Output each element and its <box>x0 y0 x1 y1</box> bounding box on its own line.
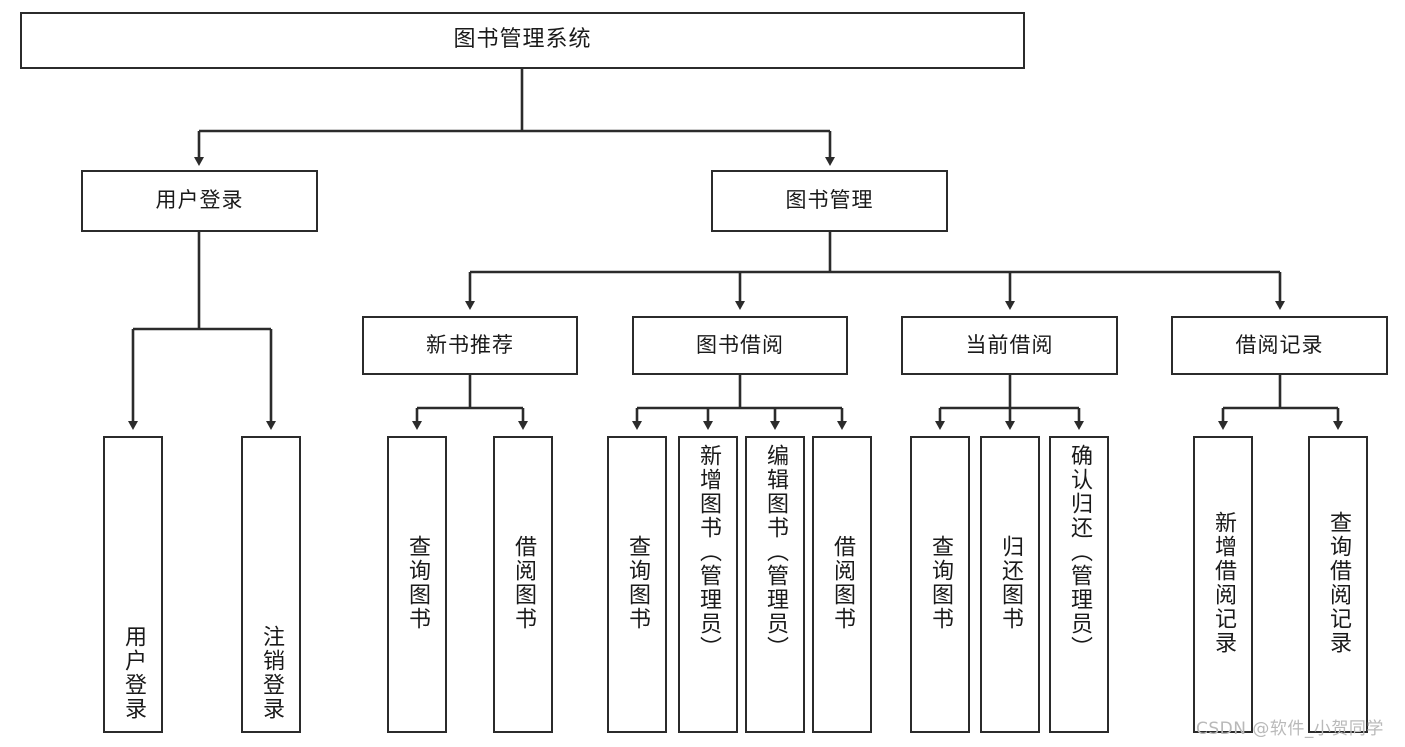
leaf-new-book-borrow[interactable]: 借阅图书 <box>493 436 553 733</box>
node-label: 用户登录 <box>120 625 146 721</box>
node-label: 借阅图书 <box>510 534 536 631</box>
leaf-current-borrow-query[interactable]: 查询图书 <box>910 436 970 733</box>
leaf-new-book-query[interactable]: 查询图书 <box>387 436 447 733</box>
node-label: 借阅图书 <box>829 534 855 631</box>
node-label: 图书管理 <box>785 188 874 213</box>
node-label: 图书借阅 <box>696 332 784 357</box>
node-label: 新增图书（管理员） <box>695 444 721 660</box>
node-book-management[interactable]: 图书管理 <box>711 170 948 232</box>
node-new-book-recommend[interactable]: 新书推荐 <box>362 316 578 375</box>
leaf-book-borrow-borrow[interactable]: 借阅图书 <box>812 436 872 733</box>
leaf-book-borrow-query[interactable]: 查询图书 <box>607 436 667 733</box>
leaf-user-login-login[interactable]: 用户登录 <box>103 436 163 733</box>
leaf-borrow-record-query[interactable]: 查询借阅记录 <box>1308 436 1368 733</box>
csdn-watermark: CSDN @软件_小贺同学 <box>1196 719 1384 739</box>
leaf-user-login-logout[interactable]: 注销登录 <box>241 436 301 733</box>
node-label: 查询图书 <box>404 534 430 631</box>
node-root-system[interactable]: 图书管理系统 <box>20 12 1025 69</box>
leaf-current-borrow-confirm-return[interactable]: 确认归还（管理员） <box>1049 436 1109 733</box>
node-label: 新增借阅记录 <box>1210 510 1236 655</box>
node-label: 用户登录 <box>155 188 244 213</box>
node-current-borrow[interactable]: 当前借阅 <box>901 316 1118 375</box>
node-borrow-records[interactable]: 借阅记录 <box>1171 316 1388 375</box>
node-label: 查询图书 <box>927 534 953 631</box>
node-label: 确认归还（管理员） <box>1066 444 1092 660</box>
leaf-book-borrow-add[interactable]: 新增图书（管理员） <box>678 436 738 733</box>
node-label: 图书管理系统 <box>453 27 592 53</box>
node-label: 归还图书 <box>997 534 1023 631</box>
node-label: 查询借阅记录 <box>1325 510 1351 655</box>
node-label: 借阅记录 <box>1235 332 1324 357</box>
leaf-borrow-record-add[interactable]: 新增借阅记录 <box>1193 436 1253 733</box>
node-book-borrow[interactable]: 图书借阅 <box>632 316 848 375</box>
node-label: 查询图书 <box>624 534 650 631</box>
node-label: 注销登录 <box>258 625 284 721</box>
leaf-book-borrow-edit[interactable]: 编辑图书（管理员） <box>745 436 805 733</box>
node-label: 编辑图书（管理员） <box>762 444 788 660</box>
node-label: 新书推荐 <box>426 332 514 357</box>
node-user-login[interactable]: 用户登录 <box>81 170 318 232</box>
node-label: 当前借阅 <box>965 332 1054 357</box>
leaf-current-borrow-return[interactable]: 归还图书 <box>980 436 1040 733</box>
